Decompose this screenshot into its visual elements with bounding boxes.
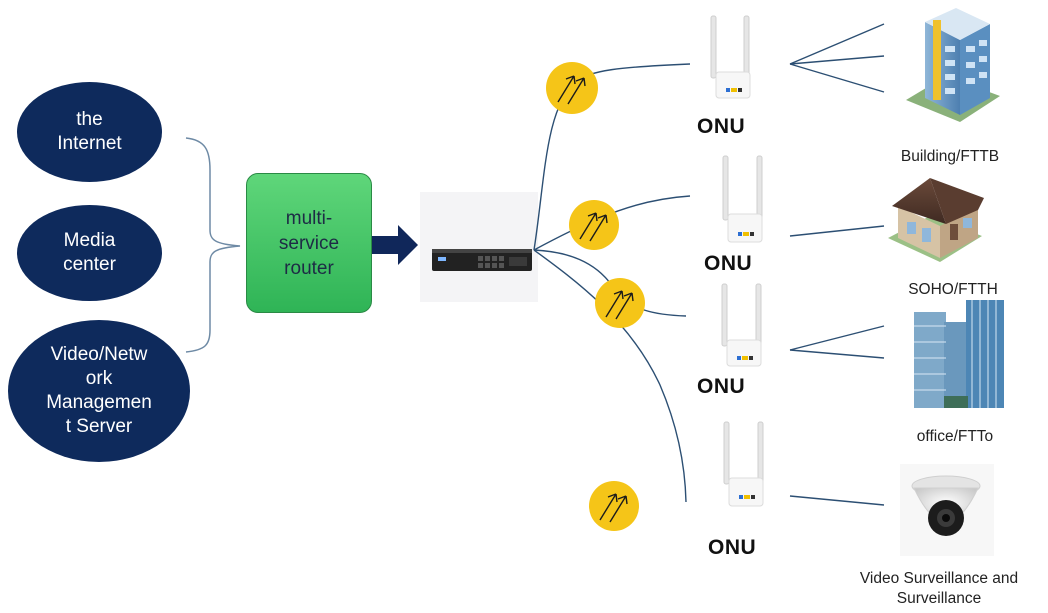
source-server-line-3: Managemen [46, 392, 152, 413]
source-management-server: Video/Netw ork Managemen t Server [8, 320, 190, 462]
source-internet: the Internet [17, 82, 162, 182]
source-media-line-1: Media [63, 230, 116, 251]
splitter-icon [569, 200, 619, 250]
link-onu1-c [789, 63, 885, 93]
source-media-center: Media center [17, 205, 162, 301]
onu-device-icon [722, 155, 763, 243]
caption-building: Building/FTTB [900, 148, 1000, 165]
source-internet-line-1: the [76, 109, 103, 130]
fiber-line-4 [533, 249, 687, 503]
caption-soho: SOHO/FTTH [908, 281, 998, 298]
link-onu3-a [789, 325, 885, 351]
caption-surveillance-line-1: Video Surveillance and [859, 570, 1019, 587]
router-line-1: multi- [285, 207, 333, 229]
office-tower-icon [914, 300, 1004, 408]
onu-label-4: ONU [708, 536, 757, 559]
router-line-3: router [284, 257, 334, 279]
link-onu2 [789, 225, 885, 237]
onu-label-3: ONU [697, 375, 746, 398]
building-icon [906, 8, 1000, 122]
onu-devices [710, 15, 764, 507]
onu-label-2: ONU [704, 252, 753, 275]
source-server-line-2: ork [85, 368, 113, 389]
onu-device-icon [710, 15, 751, 99]
source-media-line-2: center [63, 254, 116, 275]
house-icon [888, 178, 984, 262]
splitter-icon [589, 481, 639, 531]
olt-device [420, 192, 538, 302]
caption-surveillance-line-2: Surveillance [896, 590, 982, 607]
source-server-line-4: t Server [65, 416, 133, 437]
router-line-2: service [278, 232, 340, 254]
caption-office: office/FTTo [916, 428, 994, 445]
onu-device-icon [721, 283, 762, 367]
caption-surveillance: Video Surveillance and Surveillance [834, 569, 1044, 609]
splitter-icon [595, 278, 645, 328]
link-onu1-b [789, 55, 885, 65]
source-server-line-1: Video/Netw [50, 344, 148, 365]
splitters [546, 62, 645, 531]
flow-arrow [372, 225, 418, 265]
source-internet-line-2: Internet [57, 133, 122, 154]
multi-service-router: multi- service router [246, 173, 372, 313]
dome-camera-icon [900, 464, 994, 556]
link-onu4 [789, 495, 885, 506]
onu-device-icon [723, 421, 764, 507]
onu-label-1: ONU [697, 115, 746, 138]
link-onu3-b [789, 349, 885, 359]
link-onu1-a [789, 23, 885, 65]
splitter-icon [546, 62, 598, 114]
source-bracket [185, 137, 241, 353]
